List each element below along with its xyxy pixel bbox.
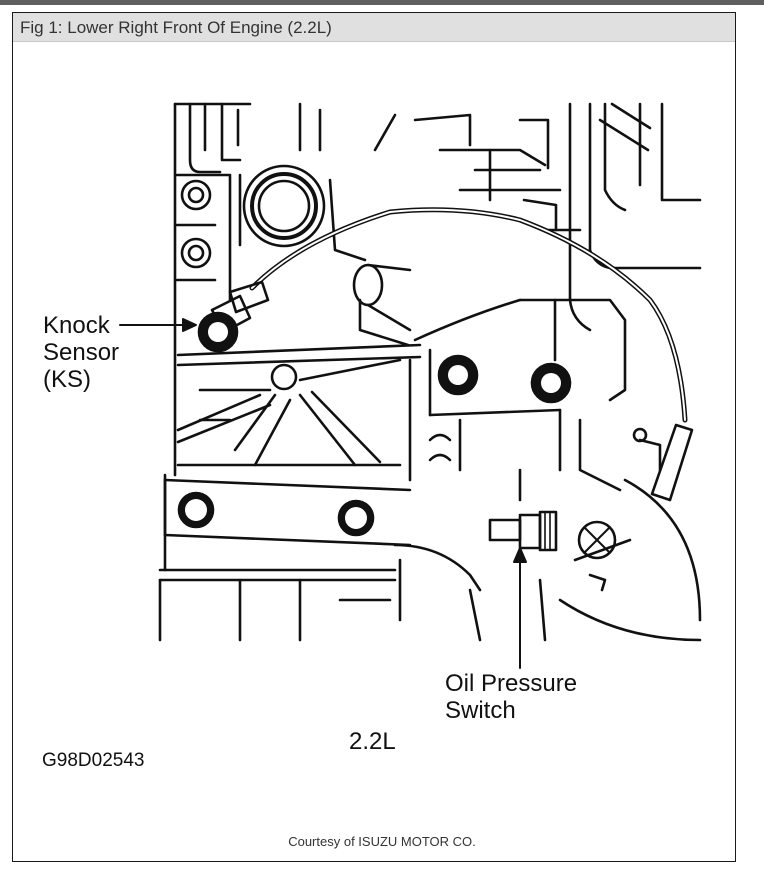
lower-webs [176, 343, 422, 467]
engine-size-label: 2.2L [349, 728, 396, 755]
oil-pressure-switch-body [488, 510, 558, 552]
large-port [238, 164, 367, 262]
leader-lines [119, 318, 527, 669]
oil-switch-arrow [513, 547, 527, 563]
knock-sensor [197, 280, 270, 353]
left-plugs [175, 173, 232, 302]
knock-sensor-label-line-2: Sensor [43, 339, 120, 366]
oil-pressure-switch-label-line-1: Oil Pressure [445, 670, 578, 697]
oil-pressure-switch-label-line-2: Switch [445, 697, 516, 724]
image-code-label: G98D02543 [42, 750, 145, 771]
knock-sensor-label: Knock Sensor (KS) [43, 312, 119, 393]
harness-wire [249, 207, 694, 502]
oil-pressure-switch-label: Oil Pressure Switch [445, 670, 577, 724]
bolt-bar [163, 478, 412, 547]
knock-sensor-label-line-1: Knock [43, 312, 110, 339]
bracket [408, 298, 627, 482]
knock-sensor-arrow [182, 318, 197, 332]
pipe-neck [352, 263, 412, 347]
lower-right-assembly [393, 408, 702, 642]
figure-frame: Fig 1: Lower Right Front Of Engine (2.2L… [12, 12, 736, 862]
knock-sensor-label-line-3: (KS) [43, 366, 91, 393]
top-bar [0, 0, 764, 5]
courtesy-credit: Courtesy of ISUZU MOTOR CO. [288, 834, 476, 849]
figure-title: Fig 1: Lower Right Front Of Engine (2.2L… [13, 13, 735, 42]
